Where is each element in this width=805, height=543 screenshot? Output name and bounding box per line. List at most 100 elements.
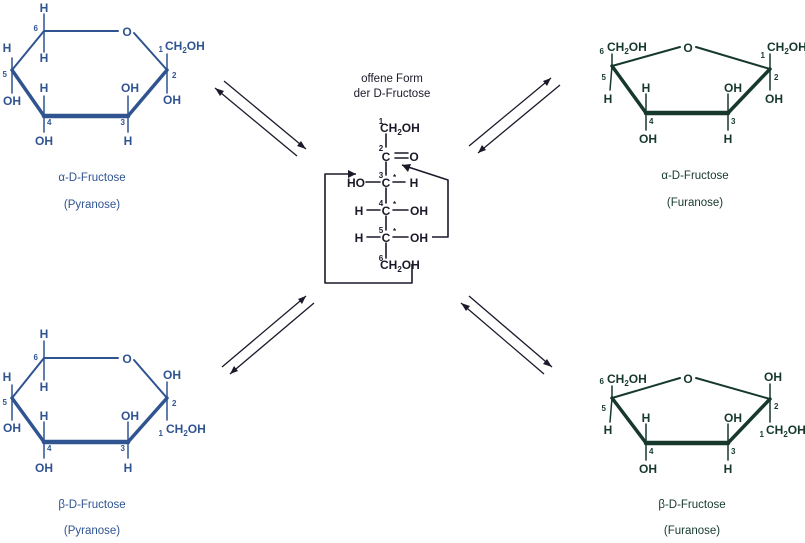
- carbon-number: 4: [379, 199, 384, 208]
- open-form-title-line1: offene Form: [361, 73, 423, 85]
- carbon-number: 3: [731, 117, 736, 126]
- atom-label: OH: [35, 134, 53, 148]
- carbon-number: 4: [47, 118, 52, 127]
- atom-label: OH: [639, 132, 657, 146]
- atom-label: H: [642, 411, 651, 425]
- beta-furanose-structure: O CH2OH OH CH2OH H H OH OH H 6 5 2 1 3 4: [600, 370, 805, 476]
- carbon-number: 4: [649, 447, 654, 456]
- atom-label: H: [604, 423, 613, 437]
- atom-label: H: [40, 1, 49, 15]
- atom-label: OH: [3, 421, 21, 435]
- atom-label: C: [382, 204, 391, 218]
- alpha-furanose-name: α-D-Fructose: [661, 170, 728, 182]
- open-form-title-line2: der D-Fructose: [354, 88, 431, 100]
- atom-label: C: [382, 176, 391, 190]
- carbon-number: 1: [761, 51, 766, 60]
- beta-furanose-form: (Furanose): [664, 525, 720, 537]
- atom-label: H: [40, 327, 49, 341]
- ring-oxygen: O: [683, 41, 692, 55]
- equilibrium-arrow-bottom-right: [460, 295, 553, 375]
- carbon-number: 3: [379, 171, 384, 180]
- carbon-number: 5: [3, 398, 8, 407]
- equilibrium-arrow-top-right: [468, 77, 561, 154]
- atom-label: CH2OH: [766, 423, 805, 439]
- atom-label: OH: [121, 81, 139, 95]
- atom-label: CH2OH: [380, 121, 420, 137]
- loop-arrow-c6: [324, 173, 413, 284]
- ring-oxygen: O: [683, 372, 692, 386]
- atom-label: CH2OH: [166, 422, 206, 438]
- atom-label: OH: [764, 370, 782, 384]
- chiral-star: *: [393, 200, 397, 209]
- beta-pyranose-name: β-D-Fructose: [58, 499, 125, 511]
- carbon-number: 1: [159, 429, 164, 438]
- carbon-number: 6: [379, 254, 384, 263]
- atom-label: OH: [724, 411, 742, 425]
- carbon-number: 2: [172, 399, 177, 408]
- alpha-pyranose-name: α-D-Fructose: [58, 172, 125, 184]
- carbon-number: 3: [731, 447, 736, 456]
- atom-label: CH2OH: [767, 40, 805, 56]
- atom-label: H: [410, 176, 419, 190]
- ring-oxygen: O: [122, 352, 131, 366]
- atom-label: H: [40, 81, 49, 95]
- atom-label: H: [604, 92, 613, 106]
- atom-label: H: [355, 204, 364, 218]
- atom-label: OH: [765, 92, 783, 106]
- carbon-number: 1: [379, 117, 384, 126]
- carbon-number: 6: [34, 24, 39, 33]
- carbon-number: 4: [47, 444, 52, 453]
- alpha-furanose-structure: O CH2OH CH2OH H OH H OH OH H 6 5 1 2 3 4: [600, 40, 805, 146]
- carbon-number: 2: [774, 73, 779, 82]
- open-chain-structure: CH2OH C O HO C H H C OH H C OH CH2OH 1 2…: [347, 117, 428, 274]
- atom-label: HO: [347, 176, 365, 190]
- equilibrium-arrows: [214, 77, 561, 375]
- atom-label: OH: [410, 204, 428, 218]
- atom-label: OH: [35, 461, 53, 475]
- carbon-number: 5: [3, 70, 8, 79]
- beta-pyranose-structure: H H O OH CH2OH H OH H OH OH H 6 2 1 3 4 …: [3, 327, 206, 475]
- carbon-number: 3: [121, 444, 126, 453]
- carbon-number: 6: [600, 47, 605, 56]
- atom-label: H: [3, 370, 12, 384]
- carbon-number: 5: [602, 404, 607, 413]
- ring-oxygen: O: [122, 25, 131, 39]
- carbonyl-oxygen: O: [409, 150, 418, 164]
- atom-label: C: [382, 231, 391, 245]
- carbon-number: 5: [602, 73, 607, 82]
- atom-label: OH: [410, 231, 428, 245]
- arrow-head: [348, 170, 356, 178]
- carbon-number: 1: [760, 430, 765, 439]
- atom-label: H: [124, 134, 133, 148]
- atom-label: OH: [3, 94, 21, 108]
- beta-pyranose-form: (Pyranose): [64, 525, 120, 537]
- alpha-pyranose-structure: H H O CH2OH OH H OH H OH OH H 6 1 2 3 4 …: [3, 1, 205, 148]
- carbon-number: 6: [34, 353, 39, 362]
- chiral-star: *: [393, 173, 397, 182]
- atom-label: H: [724, 132, 733, 146]
- atom-label: OH: [163, 368, 181, 382]
- atom-label: H: [642, 81, 651, 95]
- atom-label: CH2OH: [607, 40, 647, 56]
- atom-label: CH2OH: [380, 258, 420, 274]
- atom-label: H: [724, 462, 733, 476]
- alpha-furanose-form: (Furanose): [667, 197, 723, 209]
- atom-label: OH: [121, 409, 139, 423]
- atom-label: H: [124, 461, 133, 475]
- carbon-number: 6: [600, 377, 605, 386]
- chiral-star: *: [393, 227, 397, 236]
- atom-label: H: [3, 41, 12, 55]
- atom-label: H: [355, 231, 364, 245]
- beta-furanose-name: β-D-Fructose: [658, 499, 725, 511]
- alpha-pyranose-form: (Pyranose): [64, 199, 120, 211]
- carbon-number: 1: [159, 45, 164, 54]
- equilibrium-arrow-bottom-left: [221, 295, 315, 375]
- carbon-number: 2: [172, 71, 177, 80]
- atom-label: CH2OH: [165, 39, 205, 55]
- carbon-number: 4: [649, 117, 654, 126]
- ring-closure-arrows: [324, 164, 449, 284]
- atom-label: H: [40, 409, 49, 423]
- atom-label: H: [40, 380, 49, 394]
